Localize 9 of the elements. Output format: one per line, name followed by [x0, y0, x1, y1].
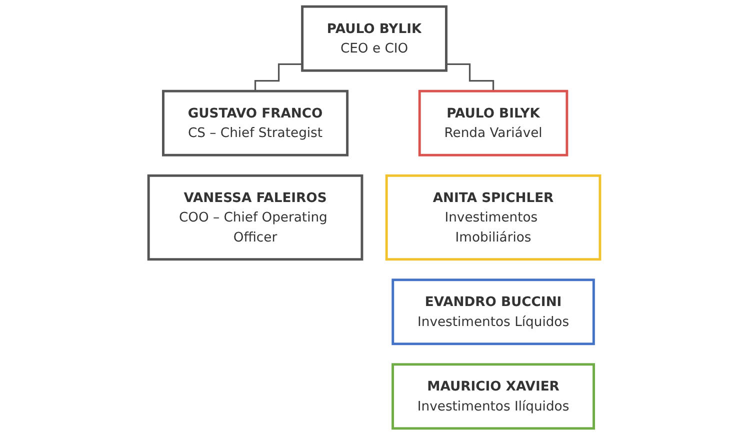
- node-box: VANESSA FALEIROS COO – Chief Operating Officer: [147, 174, 363, 261]
- node-box: PAULO BYLIK CEO e CIO: [300, 5, 448, 72]
- connector: [254, 63, 302, 92]
- node-box: EVANDRO BUCCINI Investimentos Líquidos: [391, 278, 595, 346]
- node-box: GUSTAVO FRANCO CS – Chief Strategist: [162, 90, 348, 156]
- connector: [446, 63, 494, 92]
- node-box: ANITA SPICHLER Investimentos Imobiliários: [385, 174, 601, 261]
- node-box: PAULO BILYK Renda Variável: [418, 90, 568, 156]
- node-box: MAURICIO XAVIER Investimentos Ilíquidos: [391, 363, 595, 430]
